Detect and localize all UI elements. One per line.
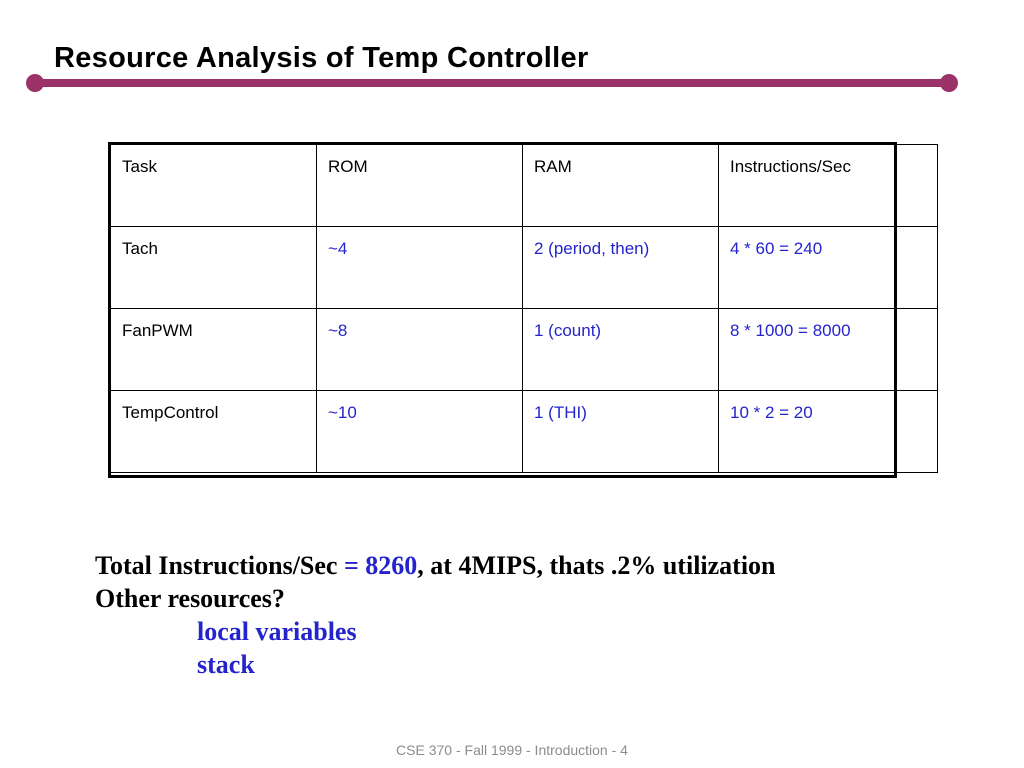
cell-rom: ~4 xyxy=(316,226,523,309)
summary-text-block: Total Instructions/Sec = 8260, at 4MIPS,… xyxy=(95,549,995,681)
column-header-task: Task xyxy=(110,144,317,227)
resource-analysis-table: Task ROM RAM Instructions/Sec Tach ~4 2 … xyxy=(110,144,938,473)
total-instructions-tail: , at 4MIPS, thats .2% utilization xyxy=(417,551,776,580)
cell-instructions-per-sec: 10 * 2 = 20 xyxy=(718,390,938,473)
column-header-rom: ROM xyxy=(316,144,523,227)
cell-task: TempControl xyxy=(110,390,317,473)
total-instructions-label: Total Instructions/Sec xyxy=(95,551,344,580)
divider-right-dot xyxy=(940,74,958,92)
table-row: TempControl ~10 1 (THI) 10 * 2 = 20 xyxy=(110,390,938,473)
slide-footer: CSE 370 - Fall 1999 - Introduction - 4 xyxy=(396,742,628,758)
cell-rom: ~8 xyxy=(316,308,523,391)
cell-task: Tach xyxy=(110,226,317,309)
divider-bar xyxy=(34,79,950,87)
bullet-local-variables: local variables xyxy=(197,617,357,646)
cell-instructions-per-sec: 8 * 1000 = 8000 xyxy=(718,308,938,391)
column-header-instructions-per-sec: Instructions/Sec xyxy=(718,144,938,227)
total-instructions-line: Total Instructions/Sec = 8260, at 4MIPS,… xyxy=(95,549,995,582)
cell-ram: 1 (THI) xyxy=(522,390,719,473)
table-row: Tach ~4 2 (period, then) 4 * 60 = 240 xyxy=(110,226,938,309)
table-row: FanPWM ~8 1 (count) 8 * 1000 = 8000 xyxy=(110,308,938,391)
cell-ram: 2 (period, then) xyxy=(522,226,719,309)
cell-instructions-per-sec: 4 * 60 = 240 xyxy=(718,226,938,309)
table-header-row: Task ROM RAM Instructions/Sec xyxy=(110,144,938,227)
other-resources-line: Other resources? xyxy=(95,584,285,613)
bullet-stack: stack xyxy=(197,650,255,679)
page-title: Resource Analysis of Temp Controller xyxy=(54,42,589,74)
cell-ram: 1 (count) xyxy=(522,308,719,391)
cell-rom: ~10 xyxy=(316,390,523,473)
column-header-ram: RAM xyxy=(522,144,719,227)
cell-task: FanPWM xyxy=(110,308,317,391)
total-instructions-value: = 8260 xyxy=(343,551,418,580)
title-divider xyxy=(26,74,958,92)
